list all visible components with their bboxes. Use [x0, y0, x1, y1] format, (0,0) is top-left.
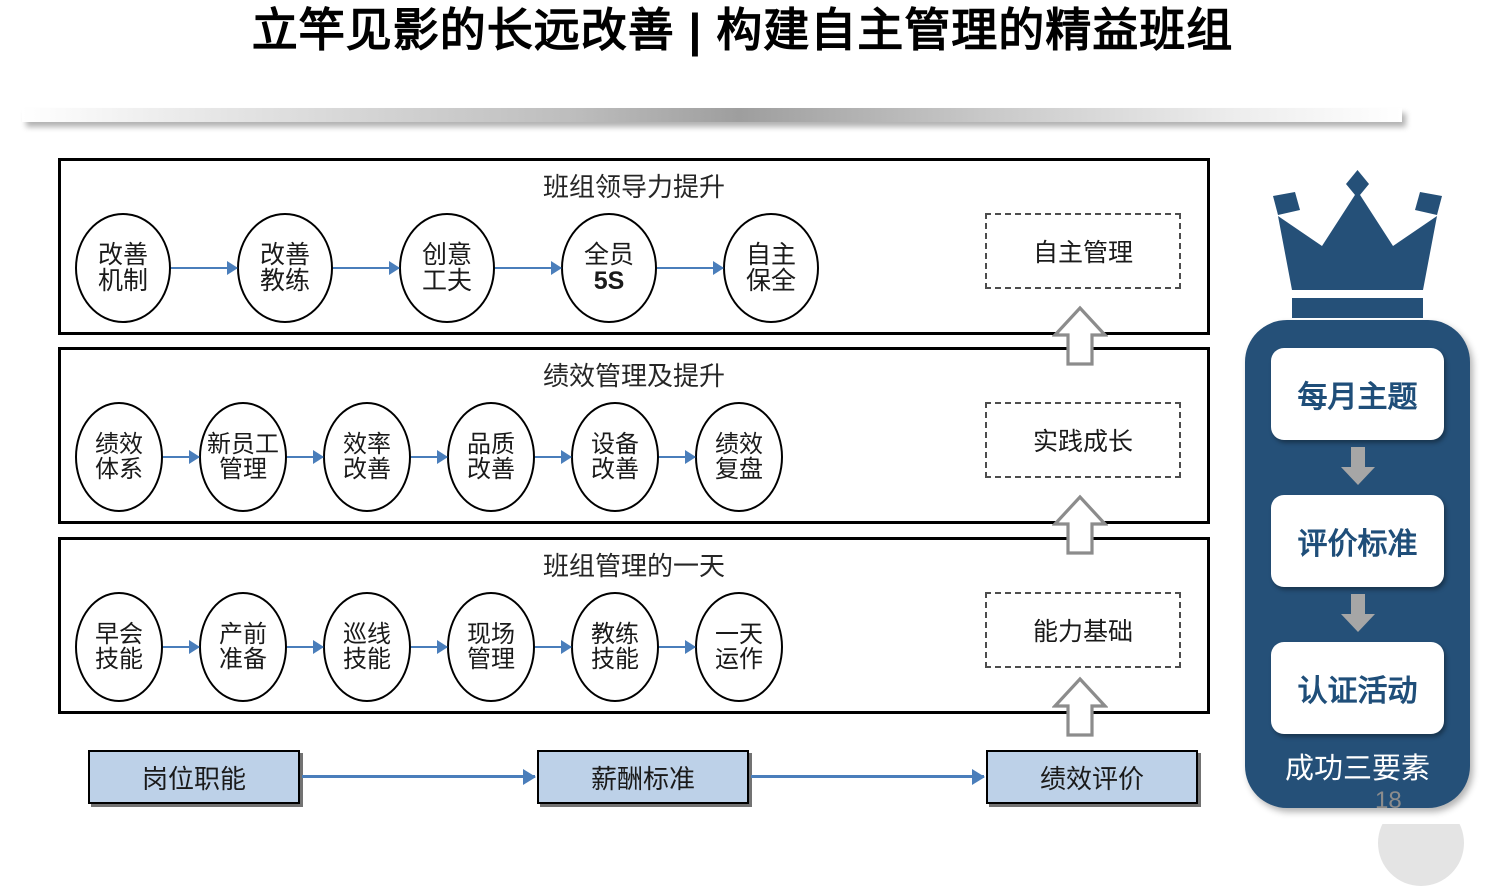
track-row-daily: 班组管理的一天 早会 技能 产前 准备 巡线 技能 现场 管理 教练 技能 一天…: [58, 537, 1210, 714]
step-line-1: 创意: [421, 240, 472, 269]
sidebar-card-certification-activity[interactable]: 认证活动: [1271, 642, 1444, 734]
sidebar-footer-label: 成功三要素: [1284, 753, 1430, 785]
flow-arrow-icon: [287, 645, 323, 649]
step-circle[interactable]: 设备 改善: [571, 402, 659, 512]
flow-arrow-icon: [333, 266, 399, 270]
foundation-box[interactable]: 薪酬标准: [537, 750, 749, 804]
step-line-1: 设备: [591, 430, 639, 458]
step-circle[interactable]: 现场 管理: [447, 592, 535, 702]
flow-arrow-icon: [659, 455, 695, 459]
step-circle[interactable]: 一天 运作: [695, 592, 783, 702]
step-circle[interactable]: 自主 保全: [723, 213, 819, 323]
step-circle[interactable]: 创意 工夫: [399, 213, 495, 323]
flow-arrow-icon: [411, 455, 447, 459]
step-flow: 早会 技能 产前 准备 巡线 技能 现场 管理 教练 技能 一天 运作: [75, 592, 783, 702]
flow-arrow-icon: [163, 645, 199, 649]
step-circle[interactable]: 产前 准备: [199, 592, 287, 702]
row-title: 绩效管理及提升: [542, 361, 725, 391]
step-line-2: 运作: [715, 646, 763, 673]
upward-arrow-icon: [1052, 494, 1108, 555]
step-line-2: 改善: [343, 456, 391, 483]
step-line-2: 改善: [591, 456, 639, 483]
step-line-2: 管理: [219, 456, 267, 483]
step-line-2: 准备: [219, 646, 267, 673]
title-divider-bar: [22, 108, 1402, 122]
step-circle[interactable]: 新员工 管理: [199, 402, 287, 512]
step-line-1: 绩效: [715, 430, 763, 458]
flow-arrow-icon: [659, 645, 695, 649]
step-line-1: 产前: [219, 620, 267, 648]
step-circle[interactable]: 绩效 复盘: [695, 402, 783, 512]
flow-arrow-icon: [657, 266, 723, 270]
crown-icon: [1273, 170, 1442, 318]
step-line-2: 复盘: [715, 456, 763, 483]
flow-arrow-icon: [411, 645, 447, 649]
sidebar-card-evaluation-standard[interactable]: 评价标准: [1271, 495, 1444, 587]
success-factors-panel: 每月主题 评价标准 认证活动 成功三要素: [1245, 320, 1470, 808]
outcome-box: 能力基础: [985, 592, 1181, 668]
outcome-box: 实践成长: [985, 402, 1181, 478]
step-line-2: 工夫: [421, 267, 472, 295]
step-line-2: 机制: [97, 267, 148, 295]
step-circle[interactable]: 巡线 技能: [323, 592, 411, 702]
step-line-1: 改善: [259, 240, 310, 269]
step-line-2: 体系: [95, 456, 143, 483]
step-line-1: 绩效: [95, 430, 143, 458]
upward-arrow-icon: [1052, 305, 1108, 366]
foundation-box[interactable]: 岗位职能: [88, 750, 300, 804]
flow-arrow-icon: [287, 455, 323, 459]
flow-arrow-icon: [163, 455, 199, 459]
row-title: 班组管理的一天: [542, 551, 725, 581]
step-circle[interactable]: 早会 技能: [75, 592, 163, 702]
step-line-1: 现场: [467, 620, 515, 648]
step-circle[interactable]: 改善 教练: [237, 213, 333, 323]
step-circle[interactable]: 全员 5S: [561, 213, 657, 323]
step-line-1: 新员工: [207, 430, 279, 458]
down-arrow-icon: [1341, 594, 1375, 632]
page-number: 18: [1375, 787, 1402, 814]
step-line-2: 技能: [591, 646, 639, 673]
upward-arrow-icon: [1052, 676, 1108, 737]
step-line-2: 5S: [593, 267, 625, 295]
down-arrow-icon: [1341, 447, 1375, 485]
step-line-1: 改善: [97, 240, 148, 269]
step-line-1: 巡线: [343, 620, 391, 648]
flow-arrow-icon: [495, 266, 561, 270]
step-circle[interactable]: 品质 改善: [447, 402, 535, 512]
track-row-performance: 绩效管理及提升 绩效 体系 新员工 管理 效率 改善 品质 改善 设备 改善 绩…: [58, 347, 1210, 524]
step-line-2: 保全: [745, 267, 796, 295]
track-row-leadership: 班组领导力提升 改善 机制 改善 教练 创意 工夫 全员 5S 自主 保全 自主…: [58, 158, 1210, 335]
step-line-1: 自主: [745, 240, 796, 269]
flow-arrow-icon: [535, 455, 571, 459]
step-line-1: 品质: [467, 430, 515, 458]
flow-arrow-icon: [171, 266, 237, 270]
foundation-arrow-icon: [751, 775, 984, 778]
step-circle[interactable]: 教练 技能: [571, 592, 659, 702]
foundation-arrow-icon: [302, 775, 535, 778]
row-title: 班组领导力提升: [542, 172, 725, 202]
step-line-2: 教练: [259, 267, 310, 295]
step-line-1: 教练: [591, 620, 639, 648]
step-line-2: 管理: [467, 646, 515, 673]
step-flow: 绩效 体系 新员工 管理 效率 改善 品质 改善 设备 改善 绩效 复盘: [75, 402, 783, 512]
step-line-1: 效率: [343, 430, 391, 458]
step-circle[interactable]: 改善 机制: [75, 213, 171, 323]
step-circle[interactable]: 绩效 体系: [75, 402, 163, 512]
step-line-1: 早会: [95, 620, 143, 648]
step-line-2: 技能: [343, 646, 391, 673]
step-line-1: 一天: [715, 620, 763, 648]
step-circle[interactable]: 效率 改善: [323, 402, 411, 512]
step-flow: 改善 机制 改善 教练 创意 工夫 全员 5S 自主 保全: [75, 213, 819, 323]
page-title: 立竿见影的长远改善 | 构建自主管理的精益班组: [251, 4, 1234, 56]
foundation-box[interactable]: 绩效评价: [986, 750, 1198, 804]
outcome-box: 自主管理: [985, 213, 1181, 289]
step-line-2: 改善: [467, 456, 515, 483]
flow-arrow-icon: [535, 645, 571, 649]
step-line-2: 技能: [95, 646, 143, 673]
step-line-1: 全员: [583, 240, 634, 269]
sidebar-card-monthly-theme[interactable]: 每月主题: [1271, 348, 1444, 440]
